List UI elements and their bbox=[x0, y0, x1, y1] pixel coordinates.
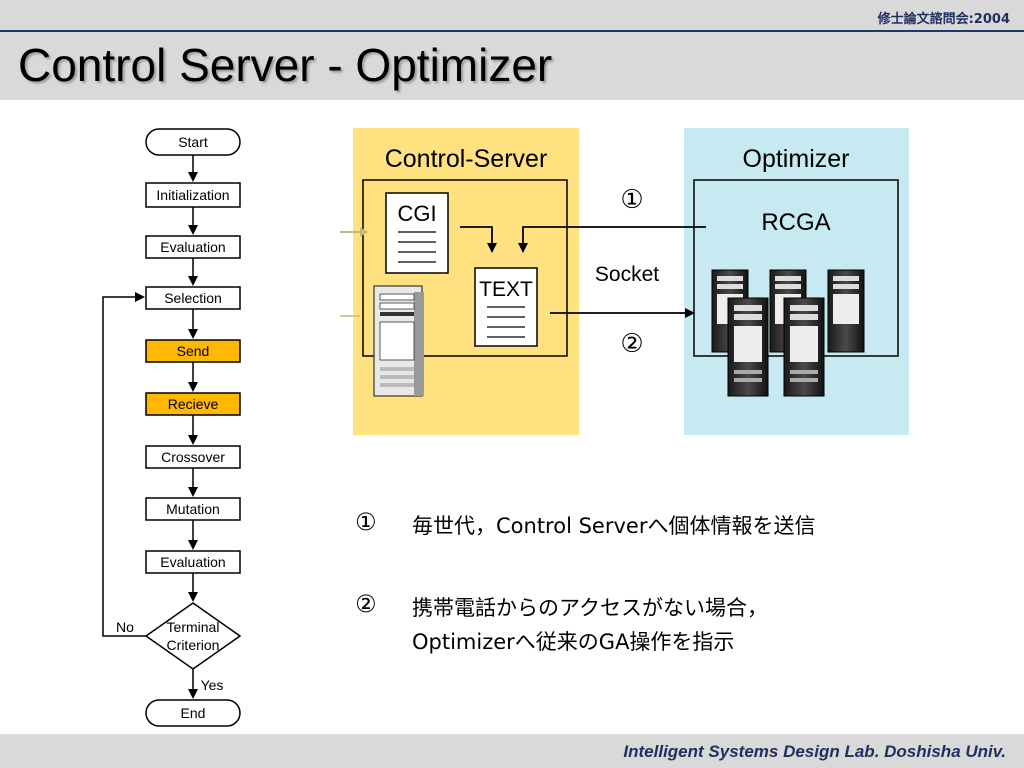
architecture-diagram: Control-Server Optimizer RCGA CGI TEXT bbox=[340, 128, 909, 435]
flow-terminal-label-line2: Criterion bbox=[167, 637, 220, 653]
flow-selection-label: Selection bbox=[164, 290, 222, 306]
control-server-computer-icon bbox=[373, 285, 424, 397]
flow-end-node bbox=[145, 699, 241, 727]
cgi-document-icon bbox=[385, 192, 449, 274]
flow-no-label: No bbox=[116, 619, 134, 635]
page-title: Control Server - Optimizer bbox=[18, 39, 553, 91]
header-divider bbox=[0, 30, 1024, 32]
cgi-to-text-arrow bbox=[460, 226, 497, 253]
footer-lab-label: Intelligent Systems Design Lab. Doshisha… bbox=[623, 742, 1006, 761]
flow-recieve-label: Recieve bbox=[168, 396, 219, 412]
note-1-line1: 毎世代，Control Serverへ個体情報を送信 bbox=[412, 514, 816, 538]
socket-label: Socket bbox=[595, 263, 659, 286]
header-bar: 修士論文諮問会:2004 Control Server - Optimizer bbox=[0, 0, 1024, 100]
flow-evaluation-2-label: Evaluation bbox=[160, 554, 225, 570]
optimizer-title: Optimizer bbox=[743, 145, 850, 173]
flow-crossover-label: Crossover bbox=[161, 449, 225, 465]
note-2-marker: ② bbox=[355, 590, 377, 618]
optimizer-server-cluster-icon bbox=[711, 269, 865, 397]
conference-label: 修士論文諮問会:2004 bbox=[877, 12, 1010, 27]
control-server-title: Control-Server bbox=[385, 145, 548, 173]
flow-initialization-label: Initialization bbox=[156, 187, 229, 203]
optimizer-to-text-arrow bbox=[518, 226, 706, 253]
flow-initialization-node bbox=[145, 182, 241, 208]
note-2-line1: 携帯電話からのアクセスがない場合， bbox=[412, 596, 768, 620]
flow-evaluation-label: Evaluation bbox=[160, 239, 225, 255]
rcga-label: RCGA bbox=[761, 209, 830, 236]
flow-terminal-criterion-node bbox=[144, 602, 242, 670]
flow-send-label: Send bbox=[177, 343, 210, 359]
flow-mutation-label: Mutation bbox=[166, 501, 220, 517]
flow-yes-label: Yes bbox=[201, 677, 224, 693]
text-label: TEXT bbox=[479, 278, 533, 301]
flow-no-loop-line bbox=[102, 292, 146, 637]
flowchart: Start Initialization Evaluation Selectio… bbox=[102, 128, 242, 727]
step2-marker: ② bbox=[620, 329, 643, 359]
control-server-frame bbox=[362, 179, 568, 357]
footer-bar: Intelligent Systems Design Lab. Doshisha… bbox=[0, 734, 1024, 768]
flow-end-label: End bbox=[181, 705, 206, 721]
flow-terminal-label-line1: Terminal bbox=[167, 619, 220, 635]
step1-marker: ① bbox=[620, 185, 643, 215]
flow-start-label: Start bbox=[178, 134, 208, 150]
note-2-line2: Optimizerへ従来のGA操作を指示 bbox=[412, 630, 735, 654]
cgi-label: CGI bbox=[397, 201, 436, 226]
note-1-marker: ① bbox=[355, 508, 377, 536]
